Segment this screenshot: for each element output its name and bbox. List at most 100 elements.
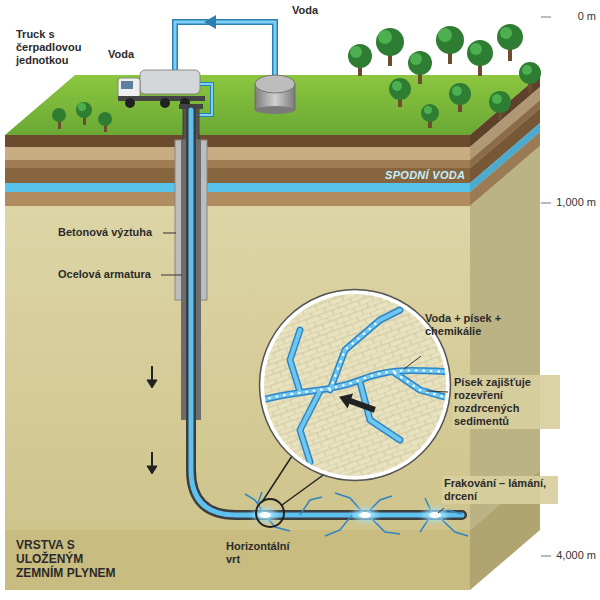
water-silo [255, 75, 295, 114]
ground-top [5, 75, 540, 135]
trees [348, 44, 372, 68]
magnified-view [262, 310, 452, 462]
zoom-marker [256, 499, 284, 527]
trees [424, 106, 432, 114]
front-strata [5, 135, 470, 590]
trees [78, 27, 532, 114]
fractures [245, 492, 290, 531]
trees [76, 102, 92, 118]
trees [522, 65, 532, 75]
pump-truck [118, 78, 140, 98]
magnified-view [336, 389, 377, 417]
zoom-marker [282, 473, 326, 505]
trees [78, 103, 86, 111]
depth-ticks [541, 17, 551, 18]
leader-lines [161, 233, 448, 513]
truck-label: Truck s čerpadlovou jednotkou [16, 28, 106, 67]
water-pipe [175, 15, 275, 78]
trees [467, 40, 493, 66]
trees [497, 24, 523, 50]
water-silo [255, 106, 295, 114]
pump-truck [199, 84, 212, 115]
fracture-glow [353, 509, 377, 521]
fractures [325, 493, 400, 536]
fractures [245, 492, 468, 536]
magnified-view [262, 310, 452, 462]
trees [350, 46, 362, 58]
trees [389, 78, 411, 100]
front-strata [5, 135, 470, 147]
zoom-marker [262, 456, 292, 502]
casing-label: Ocelová armatura [58, 268, 151, 281]
groundwater-label: SPODNÍ VODA [385, 169, 465, 182]
pump-truck [125, 98, 135, 108]
trees [410, 53, 422, 65]
trees [489, 91, 511, 113]
pump-truck [160, 98, 170, 108]
fractures [300, 497, 322, 515]
depth-ticks [541, 556, 551, 557]
pump-truck [118, 70, 212, 115]
magnified-view [260, 290, 453, 481]
trees [376, 28, 404, 56]
trees [378, 30, 392, 44]
water-label: Voda [292, 4, 318, 17]
fracture-glow [359, 512, 371, 518]
front-strata [5, 160, 470, 168]
front-strata [5, 192, 470, 206]
layer-label: VRSTVA S ULOŽENÝM ZEMNÍM PLYNEM [16, 538, 128, 580]
trees [52, 24, 541, 132]
fluid-label: Voda + písek + chemikálie [425, 312, 503, 338]
front-strata [5, 206, 470, 530]
pump-truck [199, 84, 212, 115]
trees [519, 62, 541, 84]
fracture-glow [429, 512, 441, 518]
flow-arrows [147, 380, 157, 388]
water-pipe [204, 15, 216, 29]
leader-lines [163, 233, 176, 234]
trees [500, 27, 512, 39]
proppant-label: Písek zajišťuje rozevření rozdrcených se… [452, 375, 560, 429]
magnified-view [260, 290, 451, 481]
pump-truck [121, 81, 133, 89]
pump-truck [140, 70, 200, 94]
trees [449, 83, 471, 105]
trees [58, 45, 532, 132]
flow-arrows [147, 366, 157, 474]
fracture-glow [259, 512, 271, 518]
depth-ticks [541, 203, 551, 204]
trees [52, 24, 541, 126]
casing-label: Betonová výztuha [58, 226, 152, 239]
leader-lines [438, 508, 444, 513]
magnified-view [262, 310, 452, 462]
front-strata [5, 147, 470, 160]
front-strata [5, 168, 470, 183]
fracture-glow [423, 509, 447, 521]
front-strata [5, 530, 470, 590]
trees [392, 81, 402, 91]
well-label: Horizontální vrt [226, 540, 306, 566]
magnified-view [336, 389, 377, 417]
water-label: Voda [108, 48, 134, 61]
trees [52, 108, 66, 122]
trees [408, 51, 432, 75]
leader-lines [404, 356, 421, 369]
trees [492, 94, 502, 104]
fracking-label: Frakování – lámání, drcení [442, 476, 558, 504]
trees [470, 43, 482, 55]
front-strata [5, 183, 470, 192]
depth-label: 1,000 m [556, 196, 596, 209]
flow-arrows [147, 466, 157, 474]
ground-top [5, 75, 540, 135]
magnified-view [262, 320, 452, 400]
trees [98, 112, 112, 126]
magnified-view [262, 292, 448, 478]
trees [438, 28, 452, 42]
depth-label: 0 m [578, 10, 596, 23]
flow-arrows [151, 452, 153, 466]
leader-lines [426, 391, 448, 392]
leader-lines [161, 275, 182, 276]
